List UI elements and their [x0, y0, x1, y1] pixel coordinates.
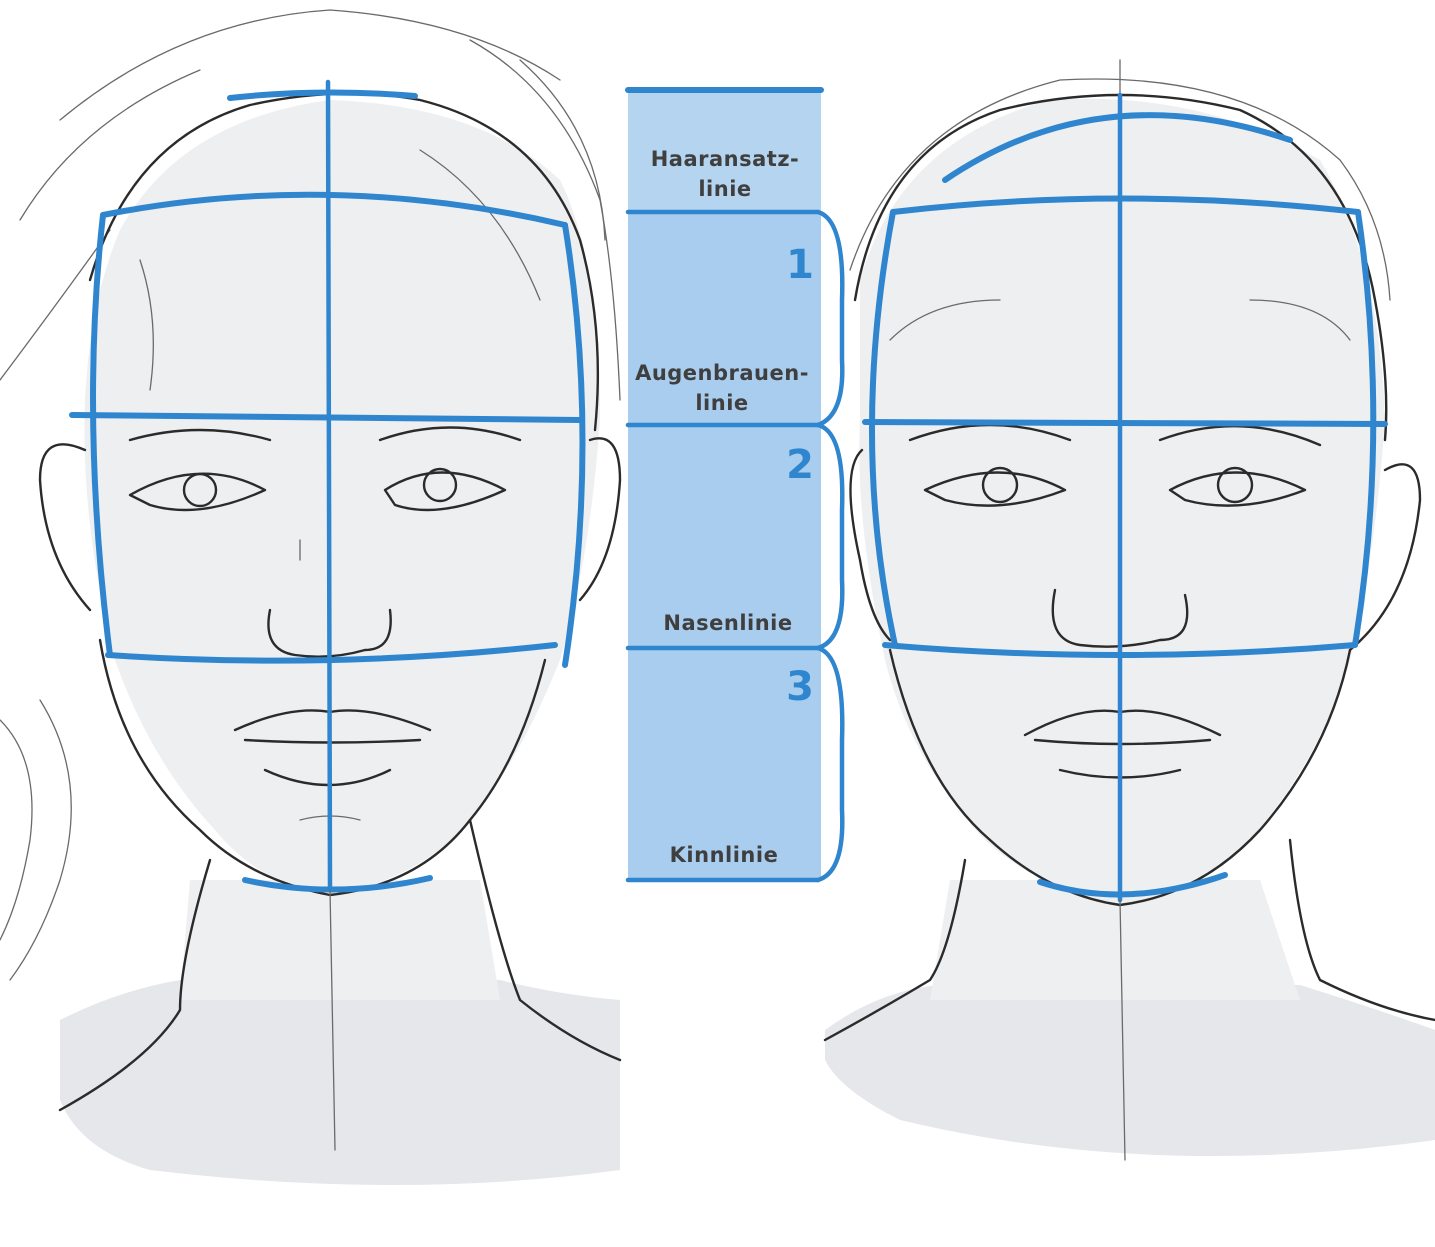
eyebrow-label-line2: linie: [695, 391, 748, 415]
female-hair-strand: [10, 700, 71, 980]
female-left-ear: [40, 444, 90, 610]
female-crown-line: [230, 92, 415, 98]
chin-line-label: Kinnlinie: [670, 843, 779, 867]
eyebrow-label: Augenbrauen-: [635, 361, 809, 385]
female-hair-strand: [0, 720, 32, 940]
section-2-number: 2: [786, 442, 814, 488]
proportion-scale: Haaransatz- linie Augenbrauen- linie Nas…: [628, 88, 842, 880]
female-face-drawing: [0, 10, 620, 1185]
male-neck-shadow: [825, 985, 1435, 1156]
male-neck-skin: [930, 880, 1300, 1000]
male-face-drawing: [825, 60, 1435, 1160]
section-3-brace: [818, 648, 842, 880]
section-1-number: 1: [786, 242, 814, 288]
male-eyebrow-guide: [865, 422, 1385, 424]
section-2-brace: [818, 425, 842, 648]
female-face-skin: [84, 100, 600, 895]
hairline-label: Haaransatz-: [651, 147, 800, 171]
hairline-label-line2: linie: [698, 177, 751, 201]
section-1-brace: [818, 212, 842, 425]
female-neck-shadow: [60, 980, 620, 1185]
female-center-guide: [328, 82, 330, 890]
nose-line-label: Nasenlinie: [663, 611, 792, 635]
section-3-number: 3: [786, 664, 814, 710]
female-neck-skin: [180, 880, 500, 1000]
